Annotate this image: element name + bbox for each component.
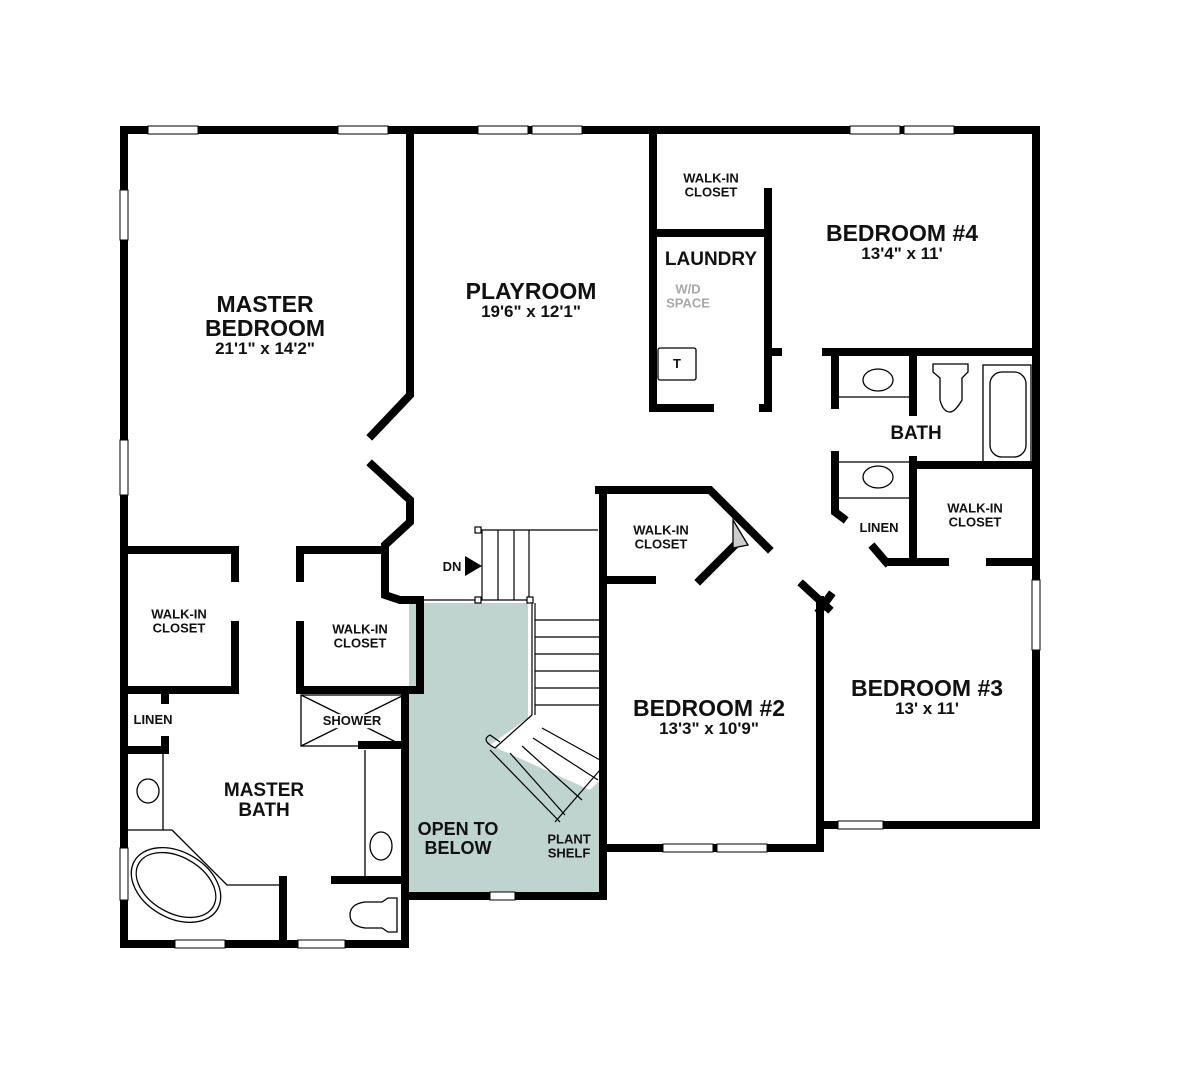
sink-icon (136, 778, 160, 804)
linen-label: LINEN (133, 712, 173, 728)
staircase (420, 526, 601, 823)
walls (120, 126, 1040, 948)
stair-treads (509, 619, 601, 816)
windows (119, 125, 1041, 949)
shower-label: SHOWER (320, 713, 384, 729)
laundry-label: LAUNDRY (664, 249, 758, 271)
linen-label: LINEN (859, 520, 899, 536)
laundry-tub-icon (657, 347, 697, 381)
bathtub-icon (982, 364, 1032, 466)
down-arrow-icon (465, 556, 482, 576)
stairs-down-label: DN (442, 559, 462, 575)
sink-icon (862, 368, 894, 392)
laundry-tub-label: T (673, 356, 681, 372)
bathtub-icon (130, 847, 222, 923)
shower-icon (300, 694, 405, 747)
toilet-icon (932, 363, 969, 413)
fixtures (128, 347, 1032, 933)
linen-shelf-icon (732, 517, 750, 549)
sink-icon (369, 831, 393, 861)
bath-label: BATH (890, 423, 942, 445)
toilet-icon (349, 897, 398, 933)
sink-icon (862, 465, 894, 489)
open-to-below-area (409, 603, 600, 892)
